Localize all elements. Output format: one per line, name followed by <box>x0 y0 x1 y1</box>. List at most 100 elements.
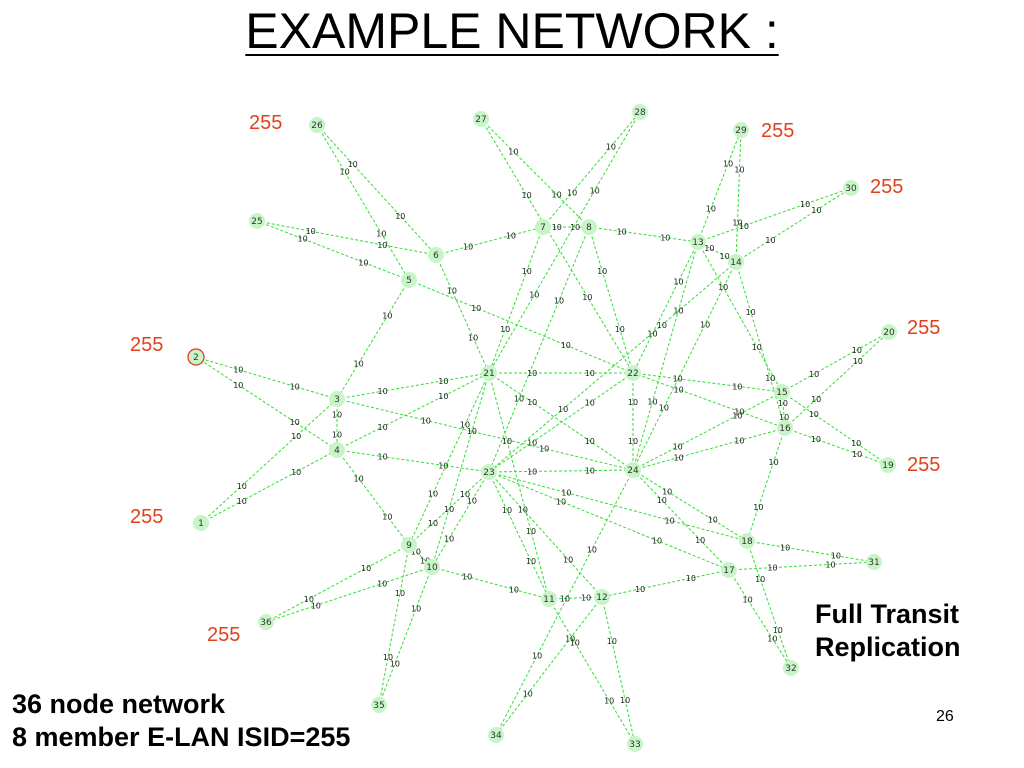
edge-15-19 <box>781 391 889 466</box>
node-26[interactable]: 26 <box>309 117 325 133</box>
edge-23-11 <box>488 471 550 600</box>
node-15[interactable]: 15 <box>774 384 790 400</box>
node-34[interactable]: 34 <box>488 727 504 743</box>
edge-18-32 <box>746 540 792 669</box>
edge-weight-9-10-start: 10 <box>411 548 421 557</box>
node-11[interactable]: 11 <box>541 591 557 607</box>
node-27[interactable]: 27 <box>473 111 489 127</box>
isid-label-node-2: 255 <box>130 334 164 356</box>
node-21[interactable]: 21 <box>481 365 497 381</box>
node-23[interactable]: 23 <box>481 464 497 480</box>
node-circle-22 <box>625 365 641 381</box>
node-7[interactable]: 7 <box>535 219 551 235</box>
node-6[interactable]: 6 <box>428 247 444 263</box>
node-circle-24 <box>625 462 641 478</box>
node-label-2: 2 <box>193 353 199 363</box>
edge-weight-18-31-end: 10 <box>831 552 841 561</box>
edge-25-5 <box>256 220 410 281</box>
edge-weight-1-4-end: 10 <box>291 468 301 477</box>
edge-23-18 <box>488 471 748 542</box>
node-28[interactable]: 28 <box>632 104 648 120</box>
edge-weight-4-21-end: 10 <box>438 392 448 401</box>
node-circle-29 <box>733 122 749 138</box>
edge-weight-3-4-start: 10 <box>332 410 342 419</box>
node-32[interactable]: 32 <box>783 660 799 676</box>
node-30[interactable]: 30 <box>843 180 859 196</box>
node-circle-30 <box>843 180 859 196</box>
edge-weight-17-32-start: 10 <box>743 595 753 604</box>
edge-weight-8-22-start: 10 <box>597 267 607 276</box>
edge-weight-14-24-start: 10 <box>700 320 710 329</box>
edge-22-16 <box>632 372 786 429</box>
edge-weight-15-19-start: 10 <box>809 410 819 419</box>
edge-weight-1-4-start: 10 <box>237 497 247 506</box>
edge-weight-23-11-start: 10 <box>502 506 512 515</box>
edge-weight-24-15-start: 10 <box>673 443 683 452</box>
node-22[interactable]: 22 <box>625 365 641 381</box>
edge-weight-23-24-start: 10 <box>527 467 537 476</box>
node-17[interactable]: 17 <box>721 562 737 578</box>
edge-weight-16-19-end: 10 <box>852 450 862 459</box>
edge-weight-7-8-end: 10 <box>570 223 580 232</box>
edge-weight-7-21-end: 10 <box>500 325 510 334</box>
node-5[interactable]: 5 <box>401 272 417 288</box>
edge-weight-15-19-end: 10 <box>851 439 861 448</box>
edge-1-4 <box>200 449 338 524</box>
node-3[interactable]: 3 <box>329 391 345 407</box>
node-36[interactable]: 36 <box>258 614 274 630</box>
node-1[interactable]: 1 <box>193 515 209 531</box>
node-circle-32 <box>783 660 799 676</box>
node-29[interactable]: 29 <box>733 122 749 138</box>
edge-weight-26-6-start: 10 <box>348 160 358 169</box>
edge-9-36 <box>265 544 410 623</box>
edge-weight-13-24-end: 10 <box>647 398 657 407</box>
node-4[interactable]: 4 <box>329 442 345 458</box>
edge-5-3 <box>336 279 410 400</box>
node-33[interactable]: 33 <box>627 736 643 752</box>
edge-weight-2-3-start: 10 <box>233 366 243 375</box>
node-18[interactable]: 18 <box>739 533 755 549</box>
edge-weight-3-24-start: 10 <box>421 416 431 425</box>
node-14[interactable]: 14 <box>728 254 744 270</box>
edge-weight-8-23-end: 10 <box>514 395 524 404</box>
node-circle-1 <box>193 515 209 531</box>
edge-24-18 <box>632 469 748 542</box>
node-circle-34 <box>488 727 504 743</box>
node-8[interactable]: 8 <box>581 219 597 235</box>
edge-weight-24-16-start: 10 <box>674 453 684 462</box>
edge-weight-13-14-start: 10 <box>704 244 714 253</box>
node-2[interactable]: 2 <box>187 348 205 366</box>
node-31[interactable]: 31 <box>866 554 882 570</box>
edge-weight-23-10-end: 10 <box>444 535 454 544</box>
edge-17-24 <box>632 469 730 571</box>
edge-28-21 <box>488 111 641 374</box>
edge-weight-14-23-start: 10 <box>657 321 667 330</box>
node-9[interactable]: 9 <box>401 537 417 553</box>
node-10[interactable]: 10 <box>424 559 440 575</box>
edge-weight-14-30-start: 10 <box>765 236 775 245</box>
isid-label-node-29: 255 <box>761 120 795 142</box>
node-20[interactable]: 20 <box>881 324 897 340</box>
edge-weight-25-5-start: 10 <box>298 235 308 244</box>
edge-weight-3-4-end: 10 <box>332 431 342 440</box>
node-label-12: 12 <box>596 593 607 603</box>
node-16[interactable]: 16 <box>777 420 793 436</box>
edge-weight-22-24-start: 10 <box>628 398 638 407</box>
node-label-14: 14 <box>730 258 742 268</box>
edge-weight-18-32-start: 10 <box>755 575 765 584</box>
edge-13-24 <box>632 241 699 471</box>
node-35[interactable]: 35 <box>371 697 387 713</box>
edge-12-33 <box>601 596 636 745</box>
node-19[interactable]: 19 <box>880 457 896 473</box>
node-24[interactable]: 24 <box>625 462 641 478</box>
edge-weight-21-10-end: 10 <box>444 505 454 514</box>
edge-weight-17-24-start: 10 <box>695 536 705 545</box>
node-label-19: 19 <box>882 461 894 471</box>
node-12[interactable]: 12 <box>594 589 610 605</box>
node-25[interactable]: 25 <box>249 213 265 229</box>
edge-weight-18-32-end: 10 <box>773 626 783 635</box>
node-13[interactable]: 13 <box>690 234 706 250</box>
node-label-5: 5 <box>406 276 412 286</box>
node-circle-13 <box>690 234 706 250</box>
edge-17-32 <box>728 569 792 669</box>
